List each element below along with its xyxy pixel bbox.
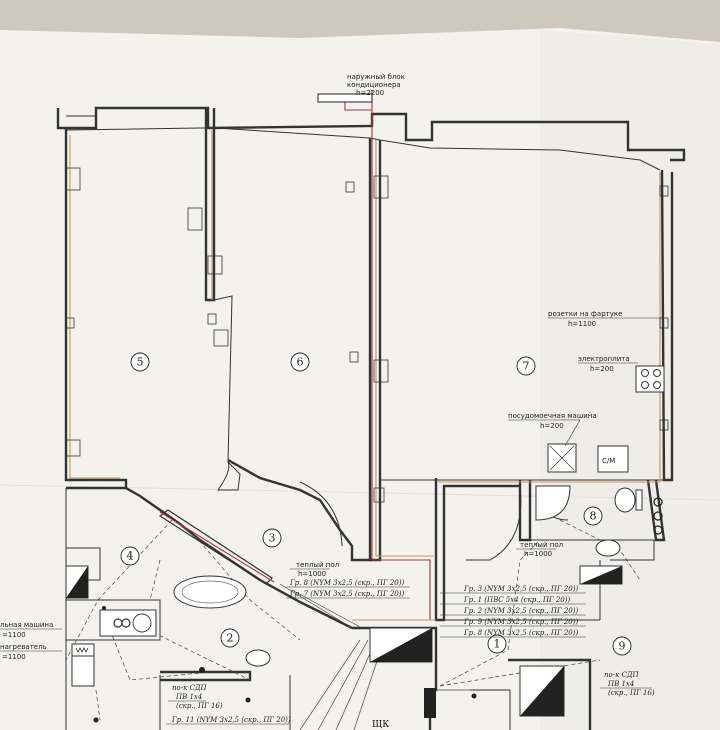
svg-text:5: 5 (137, 356, 144, 369)
sm-label: С/М (602, 457, 615, 465)
sm-box-icon (597, 445, 629, 473)
ac-label-2: кондиционера (347, 81, 401, 89)
room-marker-4: 4 (120, 546, 140, 566)
sink-icon (245, 649, 271, 667)
shower-icon (535, 485, 571, 521)
annotations: наружный блок кондиционера h=2200 розетк… (0, 73, 662, 730)
sdp-right-2: ПВ 1x4 (607, 680, 634, 688)
warm-floor-height-1: h=1000 (298, 570, 326, 578)
sdp-left-1: по-к СДП (172, 684, 208, 692)
room-marker-3: 3 (262, 528, 282, 548)
dishwasher-label: посудомоечная машина (508, 412, 597, 420)
warm-floor-label-1: теплый пол (296, 561, 339, 569)
svg-text:2: 2 (227, 632, 234, 645)
room-marker-2: 2 (220, 628, 240, 648)
washer-label: льная машина (0, 621, 53, 629)
stove-label: электроплита (578, 355, 630, 363)
washer-height: =1100 (2, 631, 26, 639)
shaft-icon-3 (520, 666, 564, 716)
group-left-0: Гр. 8 (NYM 3x2,5 (скр., ПГ 20)) (289, 579, 404, 587)
room-markers: 1 2 3 4 5 6 7 8 (120, 352, 632, 656)
cable-routes (69, 90, 661, 730)
svg-text:8: 8 (590, 510, 597, 523)
washer-icon (99, 609, 157, 637)
shaft-icon-2 (370, 628, 432, 662)
warm-floor-height-2: h=1000 (524, 550, 552, 558)
paper-right-page (540, 30, 720, 730)
room-marker-6: 6 (290, 352, 310, 372)
fixtures (65, 93, 669, 723)
ac-height: h=2200 (356, 89, 384, 97)
room-marker-1: 1 (487, 634, 507, 654)
svg-text:1: 1 (494, 638, 501, 651)
group-bottom: Гр. 11 (NYM 3x2,5 (скр., ПГ 20)) (171, 716, 291, 724)
room-marker-9: 9 (612, 636, 632, 656)
svg-text:6: 6 (297, 356, 304, 369)
ac-label-1: наружный блок (347, 73, 405, 81)
svg-text:3: 3 (269, 532, 276, 545)
shaft-icon (66, 566, 88, 598)
room-marker-5: 5 (130, 352, 150, 372)
group-left-1: Гр. 7 (NYM 3x2,5 (скр., ПГ 20)) (289, 590, 404, 598)
bathtub-icon (173, 575, 247, 609)
ac-unit-icon (317, 93, 373, 103)
room-marker-7: 7 (516, 356, 536, 376)
svg-text:7: 7 (523, 360, 530, 373)
heater-label: нагреватель (0, 643, 47, 651)
group-right-4: Гр. 8 (NYM 3x2,5 (скр., ПГ 20)) (463, 629, 578, 637)
group-right-0: Гр. 3 (NYM 3x2,5 (скр., ПГ 20)) (463, 585, 578, 593)
apron-sockets-height: h=1100 (568, 320, 596, 328)
warm-floor-label-2: теплый пол (520, 541, 563, 549)
stove-icon (635, 365, 665, 393)
group-right-1: Гр. 1 (ПВС 5x4 (скр., ПГ 20)) (463, 596, 570, 604)
sdp-left-2: ПВ 1x4 (175, 693, 202, 701)
shaft-icon-4 (580, 566, 622, 584)
panel-icon (424, 688, 436, 718)
svg-text:9: 9 (619, 640, 626, 653)
group-right-2: Гр. 2 (NYM 3x2,5 (скр., ПГ 20)) (463, 607, 578, 615)
sdp-right-1: по-к СДП (604, 671, 640, 679)
group-right-3: Гр. 9 (NYM 3x2,5 (скр., ПГ 20)) (463, 618, 578, 626)
sdp-right-3: (скр., ПГ 16) (608, 689, 655, 697)
heater-height: =1100 (2, 653, 26, 661)
room-marker-8: 8 (583, 506, 603, 526)
sink-icon-2 (595, 539, 621, 557)
apron-sockets-label: розетки на фартуке (548, 310, 622, 318)
dishwasher-height: h=200 (540, 422, 564, 430)
stove-height: h=200 (590, 365, 614, 373)
svg-text:4: 4 (127, 550, 134, 563)
toilet-icon (614, 487, 636, 513)
panel-label: ЩК (372, 720, 389, 730)
sdp-left-3: (скр., ПГ 16) (176, 702, 223, 710)
